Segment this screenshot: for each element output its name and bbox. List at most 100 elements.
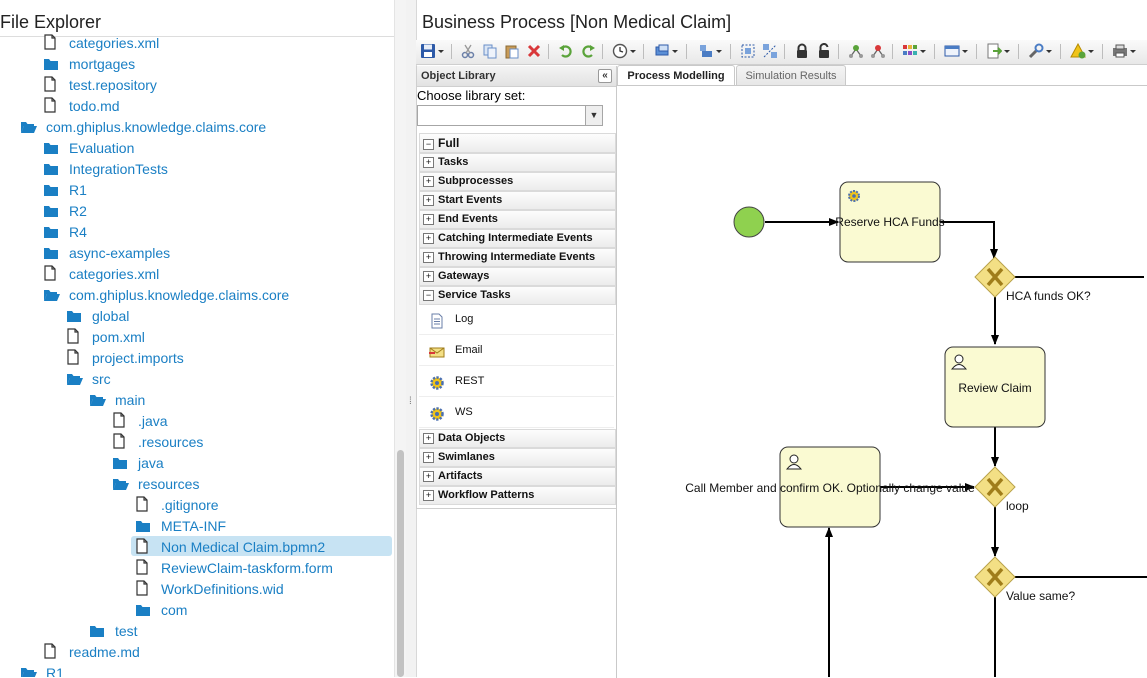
tree-item[interactable]: WorkDefinitions.wid bbox=[135, 579, 286, 599]
expand-icon[interactable]: + bbox=[423, 471, 434, 482]
tree-item[interactable]: R1 bbox=[20, 663, 66, 677]
add-docker-icon[interactable] bbox=[848, 43, 864, 59]
scrollbar-thumb[interactable] bbox=[397, 450, 404, 677]
service-task-item[interactable]: Log bbox=[419, 304, 614, 335]
gateway-hca-funds-ok[interactable] bbox=[974, 256, 1016, 298]
lock-icon[interactable] bbox=[794, 43, 810, 59]
tree-item[interactable]: com.ghiplus.knowledge.claims.core bbox=[43, 285, 291, 305]
tab-simulation-results[interactable]: Simulation Results bbox=[736, 65, 846, 86]
tree-item[interactable]: resources bbox=[112, 474, 201, 494]
collapse-icon[interactable]: − bbox=[423, 290, 434, 301]
tree-item[interactable]: Non Medical Claim.bpmn2 bbox=[135, 537, 328, 557]
expand-icon[interactable]: + bbox=[423, 271, 434, 282]
tab-process-modelling[interactable]: Process Modelling bbox=[617, 65, 735, 86]
validate-dropdown-icon[interactable] bbox=[1087, 43, 1095, 59]
tree-item[interactable]: .java bbox=[112, 411, 170, 431]
cut-icon[interactable] bbox=[460, 43, 476, 59]
export-icon[interactable] bbox=[986, 43, 1002, 59]
service-task-item[interactable]: REST bbox=[419, 366, 614, 397]
library-category[interactable]: +Tasks bbox=[419, 153, 616, 172]
library-category[interactable]: −Full bbox=[419, 133, 616, 153]
task-call-member[interactable]: Call Member and confirm OK. Optionally c… bbox=[685, 446, 975, 528]
delete-icon[interactable] bbox=[526, 43, 542, 59]
tree-item[interactable]: .gitignore bbox=[135, 495, 221, 515]
print-dropdown-icon[interactable] bbox=[1129, 43, 1137, 59]
copy-icon[interactable] bbox=[482, 43, 498, 59]
undo-icon[interactable] bbox=[558, 43, 574, 59]
layer-icon[interactable] bbox=[654, 43, 670, 59]
library-category[interactable]: +Workflow Patterns bbox=[419, 486, 616, 505]
expand-icon[interactable]: + bbox=[423, 233, 434, 244]
explorer-scrollbar[interactable] bbox=[394, 0, 406, 677]
flow-reserve-to-hca[interactable] bbox=[940, 221, 998, 259]
expand-icon[interactable]: + bbox=[423, 252, 434, 263]
tree-item[interactable]: categories.xml bbox=[43, 264, 161, 284]
tree-item[interactable]: project.imports bbox=[66, 348, 186, 368]
tree-item[interactable]: IntegrationTests bbox=[43, 159, 170, 179]
tree-item[interactable]: .resources bbox=[112, 432, 205, 452]
remove-docker-icon[interactable] bbox=[870, 43, 886, 59]
tree-item[interactable]: com bbox=[135, 600, 189, 620]
library-category[interactable]: +Catching Intermediate Events bbox=[419, 229, 616, 248]
properties-icon[interactable] bbox=[944, 43, 960, 59]
align-dropdown-icon[interactable] bbox=[715, 43, 723, 59]
tools-dropdown-icon[interactable] bbox=[1045, 43, 1053, 59]
tree-item[interactable]: test.repository bbox=[43, 75, 159, 95]
layer-dropdown-icon[interactable] bbox=[671, 43, 679, 59]
gateway-loop[interactable] bbox=[974, 466, 1016, 508]
tree-item[interactable]: ReviewClaim-taskform.form bbox=[135, 558, 335, 578]
tree-item[interactable]: test bbox=[89, 621, 140, 641]
library-category[interactable]: +Start Events bbox=[419, 191, 616, 210]
chevron-down-icon[interactable]: ▼ bbox=[585, 106, 602, 125]
task-reserve-hca-funds[interactable]: Reserve HCA Funds bbox=[835, 181, 945, 263]
tree-item[interactable]: com.ghiplus.knowledge.claims.core bbox=[20, 117, 268, 137]
expand-icon[interactable]: + bbox=[423, 433, 434, 444]
tree-item[interactable]: categories.xml bbox=[43, 33, 161, 53]
save-icon[interactable] bbox=[420, 43, 436, 59]
library-category[interactable]: +Artifacts bbox=[419, 467, 616, 486]
tree-item[interactable]: mortgages bbox=[43, 54, 137, 74]
export-dropdown-icon[interactable] bbox=[1003, 43, 1011, 59]
tree-item[interactable]: todo.md bbox=[43, 96, 122, 116]
library-category[interactable]: +Swimlanes bbox=[419, 448, 616, 467]
tree-item[interactable]: Evaluation bbox=[43, 138, 136, 158]
tree-item[interactable]: readme.md bbox=[43, 642, 142, 662]
color-dropdown-icon[interactable] bbox=[919, 43, 927, 59]
tree-item[interactable]: global bbox=[66, 306, 131, 326]
expand-icon[interactable]: + bbox=[423, 490, 434, 501]
tree-item[interactable]: main bbox=[89, 390, 147, 410]
service-task-item[interactable]: WS bbox=[419, 397, 614, 428]
start-event[interactable] bbox=[733, 206, 765, 238]
expand-icon[interactable]: + bbox=[423, 214, 434, 225]
tree-item[interactable]: R1 bbox=[43, 180, 89, 200]
library-category[interactable]: +Subprocesses bbox=[419, 172, 616, 191]
redo-icon[interactable] bbox=[580, 43, 596, 59]
tree-item[interactable]: async-examples bbox=[43, 243, 172, 263]
validate-icon[interactable] bbox=[1070, 43, 1086, 59]
tools-icon[interactable] bbox=[1028, 43, 1044, 59]
tree-item[interactable]: META-INF bbox=[135, 516, 228, 536]
align-icon[interactable] bbox=[698, 43, 714, 59]
tree-item[interactable]: pom.xml bbox=[66, 327, 147, 347]
task-review-claim[interactable]: Review Claim bbox=[944, 346, 1046, 428]
properties-dropdown-icon[interactable] bbox=[961, 43, 969, 59]
service-task-item[interactable]: Email bbox=[419, 335, 614, 366]
expand-icon[interactable]: + bbox=[423, 176, 434, 187]
collapse-panel-icon[interactable]: « bbox=[598, 69, 612, 83]
tree-item[interactable]: src bbox=[66, 369, 113, 389]
library-category[interactable]: +Throwing Intermediate Events bbox=[419, 248, 616, 267]
collapse-icon[interactable]: − bbox=[423, 139, 434, 150]
library-category[interactable]: +End Events bbox=[419, 210, 616, 229]
gateway-value-same[interactable] bbox=[974, 556, 1016, 598]
print-icon[interactable] bbox=[1112, 43, 1128, 59]
tree-item[interactable]: R2 bbox=[43, 201, 89, 221]
ungroup-icon[interactable] bbox=[762, 43, 778, 59]
group-icon[interactable] bbox=[740, 43, 756, 59]
paste-icon[interactable] bbox=[504, 43, 520, 59]
library-category[interactable]: −Service Tasks bbox=[419, 286, 616, 305]
expand-icon[interactable]: + bbox=[423, 195, 434, 206]
tree-item[interactable]: R4 bbox=[43, 222, 89, 242]
library-set-select[interactable]: ▼ bbox=[417, 105, 603, 126]
expand-icon[interactable]: + bbox=[423, 157, 434, 168]
library-category[interactable]: +Data Objects bbox=[419, 429, 616, 448]
